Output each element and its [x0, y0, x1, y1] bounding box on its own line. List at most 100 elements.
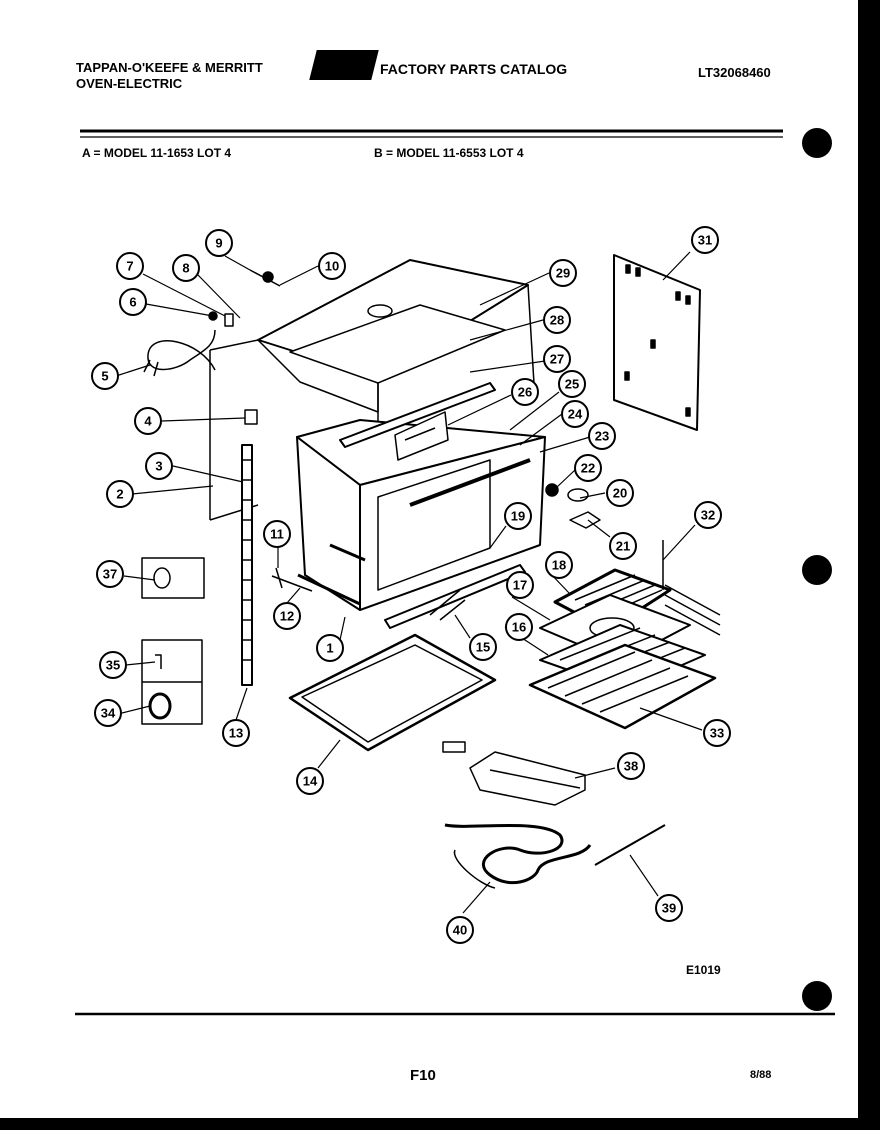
- callout-circle: [94, 699, 122, 727]
- callout-20: 20: [606, 479, 634, 507]
- callout-23: 23: [588, 422, 616, 450]
- callout-circle: [543, 345, 571, 373]
- element-40: [444, 823, 592, 889]
- callout-18: 18: [545, 551, 573, 579]
- callout-26: 26: [511, 378, 539, 406]
- callout-circle: [504, 502, 532, 530]
- callout-27: 27: [543, 345, 571, 373]
- callout-circle: [561, 400, 589, 428]
- callout-circle: [116, 252, 144, 280]
- callout-number: 25: [565, 377, 579, 392]
- callout-13: 13: [222, 719, 250, 747]
- hinge-11-12: [271, 567, 313, 592]
- callout-circle: [316, 634, 344, 662]
- callout-number: 13: [229, 726, 243, 741]
- callout-38: 38: [617, 752, 645, 780]
- callout-29: 29: [549, 259, 577, 287]
- callout-circle: [205, 229, 233, 257]
- element-13: [241, 444, 253, 686]
- callout-circle: [545, 551, 573, 579]
- callout-number: 32: [701, 508, 715, 523]
- callout-number: 14: [303, 774, 318, 789]
- callout-circle: [263, 520, 291, 548]
- callout-number: 28: [550, 313, 564, 328]
- callout-number: 16: [512, 620, 526, 635]
- callout-number: 3: [155, 459, 162, 474]
- callout-circle: [222, 719, 250, 747]
- catalog-title: FACTORY PARTS CATALOG: [380, 61, 568, 77]
- callout-circle: [134, 407, 162, 435]
- callout-number: 34: [101, 706, 116, 721]
- callout-16: 16: [505, 613, 533, 641]
- model-a-label: A = MODEL 11-1653 LOT 4: [82, 146, 232, 160]
- callout-circle: [145, 452, 173, 480]
- callout-number: 26: [518, 385, 532, 400]
- callout-number: 39: [662, 901, 676, 916]
- callout-39: 39: [655, 894, 683, 922]
- callout-circle: [691, 226, 719, 254]
- callout-circle: [296, 767, 324, 795]
- callout-circle: [96, 560, 124, 588]
- callout-circle: [505, 613, 533, 641]
- callout-circle: [318, 252, 346, 280]
- callout-10: 10: [318, 252, 346, 280]
- callout-22: 22: [574, 454, 602, 482]
- element-38: [442, 741, 586, 806]
- callout-number: 9: [215, 236, 222, 251]
- back-panel-31: [613, 254, 701, 431]
- callout-9: 9: [205, 229, 233, 257]
- callout-32: 32: [694, 501, 722, 529]
- lamp-parts-20-22: [545, 483, 601, 529]
- callout-circle: [606, 479, 634, 507]
- callout-25: 25: [558, 370, 586, 398]
- callout-circle: [574, 454, 602, 482]
- callout-number: 2: [116, 487, 123, 502]
- revision-date: 8/88: [750, 1069, 772, 1081]
- oven-liner: [296, 419, 546, 611]
- part-37-box: [141, 557, 205, 599]
- catalog-number: LT32068460: [698, 65, 771, 80]
- callout-circle: [511, 378, 539, 406]
- callout-number: 1: [326, 641, 333, 656]
- callout-4: 4: [134, 407, 162, 435]
- callout-24: 24: [561, 400, 589, 428]
- callout-circle: [106, 480, 134, 508]
- callout-number: 24: [568, 407, 583, 422]
- model-b-label: B = MODEL 11-6553 LOT 4: [374, 146, 524, 160]
- callout-number: 12: [280, 609, 294, 624]
- callout-number: 33: [710, 726, 724, 741]
- callout-number: 4: [144, 414, 152, 429]
- brand-line-1: TAPPAN-O'KEEFE & MERRITT: [76, 60, 263, 75]
- callout-circle: [609, 532, 637, 560]
- callout-number: 6: [129, 295, 136, 310]
- power-cord-5: [143, 329, 216, 377]
- callout-40: 40: [446, 916, 474, 944]
- callout-number: 38: [624, 759, 638, 774]
- callout-14: 14: [296, 767, 324, 795]
- binder-holes: [802, 128, 832, 1011]
- callout-circle: [655, 894, 683, 922]
- callout-circle: [506, 571, 534, 599]
- callout-2: 2: [106, 480, 134, 508]
- callout-35: 35: [99, 651, 127, 679]
- callout-28: 28: [543, 306, 571, 334]
- callout-number: 27: [550, 352, 564, 367]
- callout-number: 23: [595, 429, 609, 444]
- callout-5: 5: [91, 362, 119, 390]
- callout-31: 31: [691, 226, 719, 254]
- callout-number: 19: [511, 509, 525, 524]
- callout-circle: [558, 370, 586, 398]
- callout-circle: [469, 633, 497, 661]
- callout-circle: [273, 602, 301, 630]
- callout-circle: [549, 259, 577, 287]
- figure-code: E1019: [686, 963, 721, 977]
- page-number: F10: [410, 1067, 436, 1084]
- leader-lines: [115, 251, 703, 914]
- callout-circle: [703, 719, 731, 747]
- rack-supports-32: [662, 540, 721, 636]
- callout-number: 21: [616, 539, 630, 554]
- callout-circle: [172, 254, 200, 282]
- callout-number: 20: [613, 486, 627, 501]
